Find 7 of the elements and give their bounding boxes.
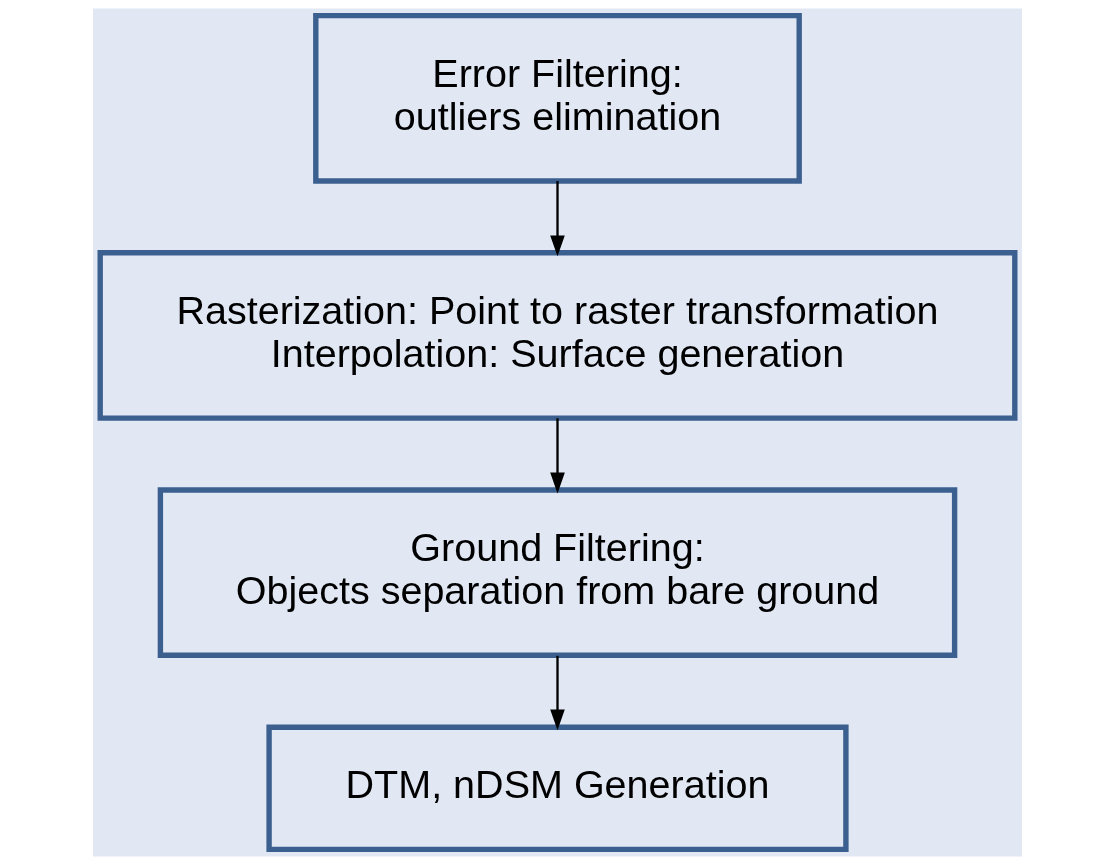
arrow [550, 181, 565, 257]
node-box: Error Filtering: outliers elimination [313, 12, 802, 184]
arrow [550, 655, 565, 731]
arrow [550, 418, 565, 494]
node-box: Rasterization: Point to raster transformation Interpolation: Surface generation [97, 250, 1018, 421]
node-box: Ground Filtering: Objects separation from bare ground [157, 487, 958, 658]
node-box: DTM, nDSM Generation [266, 724, 849, 853]
